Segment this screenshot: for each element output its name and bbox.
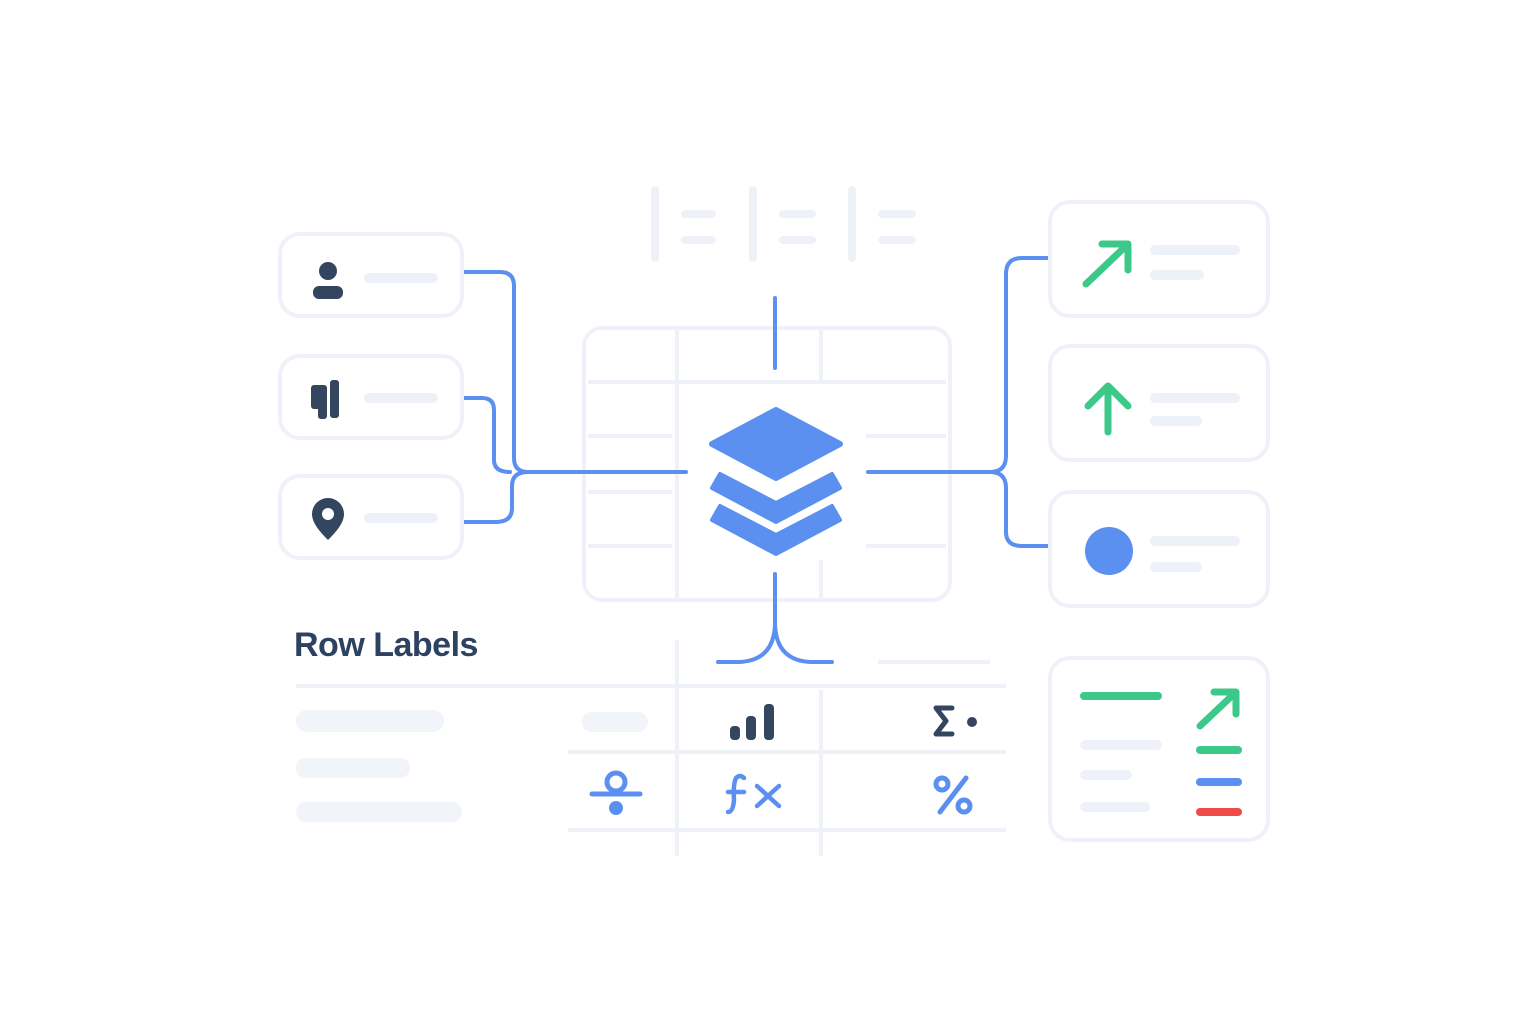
output-card-trend-up-right[interactable]	[1048, 200, 1270, 318]
output-label-placeholder	[1150, 393, 1240, 403]
output-card-indicator[interactable]	[1048, 490, 1270, 608]
column-label-placeholder	[582, 712, 648, 732]
summary-headline-bar	[1080, 692, 1162, 700]
location-pin-icon	[312, 498, 344, 540]
layers-stack-icon	[709, 407, 843, 556]
source-field-card-user[interactable]	[278, 232, 464, 318]
pivot-table-outline	[582, 326, 952, 602]
output-value-placeholder	[1150, 416, 1202, 426]
legend-swatch-green	[1196, 746, 1242, 754]
field-label-placeholder	[364, 513, 438, 523]
row-label-placeholder	[296, 710, 444, 732]
arrow-up-right-icon	[1196, 688, 1240, 730]
summary-line-placeholder	[1080, 740, 1162, 750]
output-card-trend-up[interactable]	[1048, 344, 1270, 462]
summary-card[interactable]	[1048, 656, 1270, 842]
legend-swatch-red	[1196, 808, 1242, 816]
user-icon	[313, 262, 343, 299]
source-field-card-chart[interactable]	[278, 354, 464, 440]
vertical-connectors	[716, 296, 834, 664]
summary-line-placeholder	[1080, 802, 1150, 812]
output-label-placeholder	[1150, 245, 1240, 255]
left-connectors	[462, 270, 688, 524]
output-value-placeholder	[1150, 562, 1202, 572]
field-label-placeholder	[364, 273, 438, 283]
output-label-placeholder	[1150, 536, 1240, 546]
row-label-placeholder	[296, 802, 462, 822]
circle-dot-icon	[1085, 527, 1133, 575]
column-header-placeholders	[651, 186, 916, 262]
right-connectors	[866, 256, 1050, 548]
row-labels-title: Row Labels	[294, 626, 478, 664]
source-field-card-location[interactable]	[278, 474, 464, 560]
legend-swatch-blue	[1196, 778, 1242, 786]
arrow-up-right-icon	[1082, 240, 1132, 288]
arrow-up-icon	[1084, 382, 1132, 436]
row-label-placeholder	[296, 758, 410, 778]
bar-chart-icon	[311, 380, 339, 419]
summary-line-placeholder	[1080, 770, 1132, 780]
values-grid	[296, 640, 1006, 856]
output-value-placeholder	[1150, 270, 1204, 280]
field-label-placeholder	[364, 393, 438, 403]
